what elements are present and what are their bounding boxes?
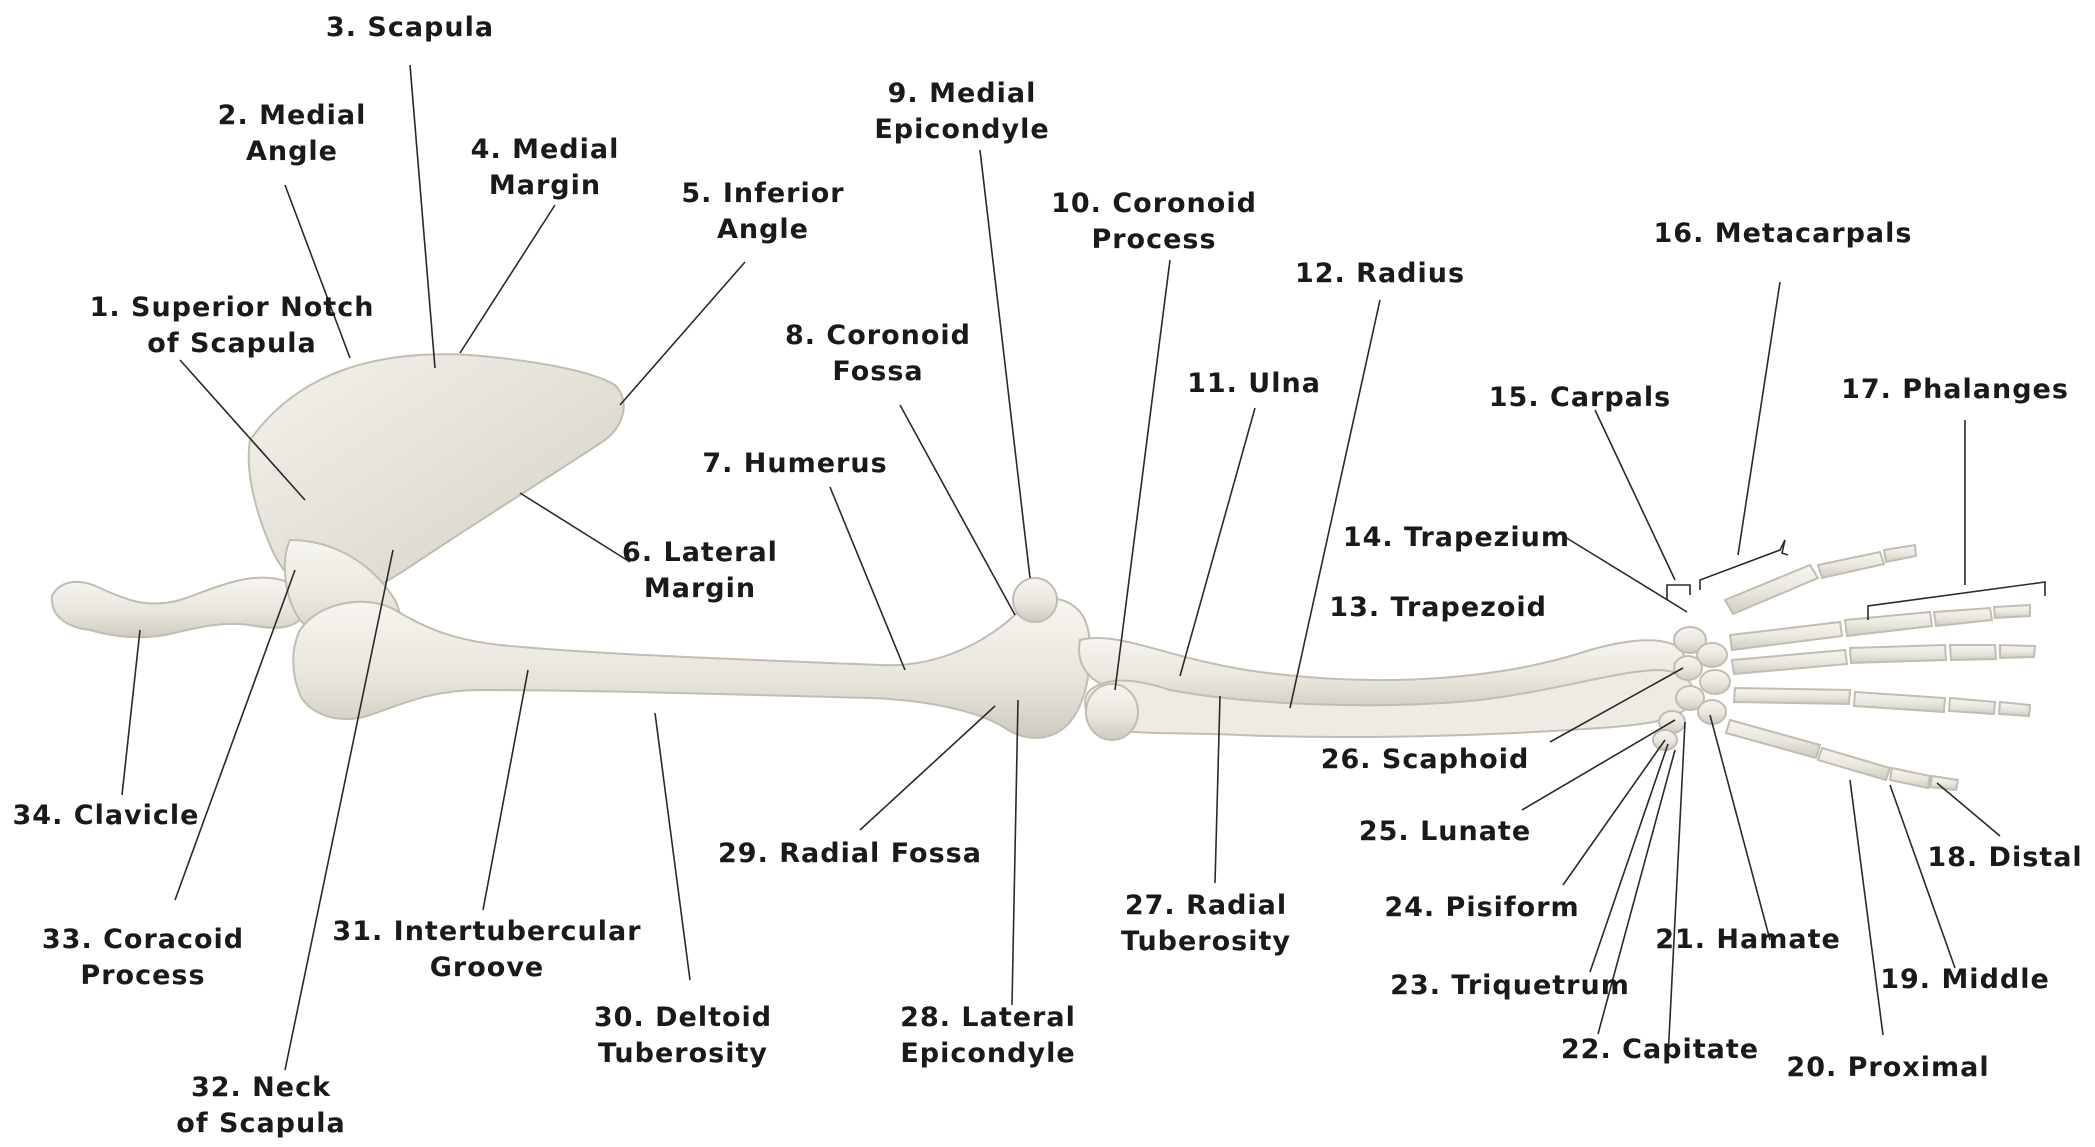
hand-bones	[1725, 545, 2035, 790]
label-hamate: 21. Hamate	[1655, 922, 1841, 958]
label-capitate: 22. Capitate	[1561, 1032, 1759, 1068]
clavicle-bone	[52, 578, 306, 638]
label-ulna: 11. Ulna	[1187, 366, 1321, 402]
label-scaphoid: 26. Scaphoid	[1321, 742, 1530, 778]
label-phalanges: 17. Phalanges	[1841, 372, 2069, 408]
label-trapezium: 14. Trapezium	[1343, 520, 1570, 556]
label-trapezoid: 13. Trapezoid	[1329, 590, 1547, 626]
label-radius: 12. Radius	[1295, 256, 1465, 292]
label-distal: 18. Distal	[1927, 840, 2082, 876]
label-proximal: 20. Proximal	[1786, 1050, 1989, 1086]
scapula-bone	[249, 354, 624, 649]
label-clavicle: 34. Clavicle	[13, 798, 200, 834]
label-scapula: 3. Scapula	[326, 10, 494, 46]
label-carpals: 15. Carpals	[1489, 380, 1671, 416]
label-lunate: 25. Lunate	[1359, 814, 1531, 850]
label-metacarpals: 16. Metacarpals	[1654, 216, 1913, 252]
label-middle: 19. Middle	[1880, 962, 2050, 998]
label-pisiform: 24. Pisiform	[1384, 890, 1579, 926]
label-radial-fossa: 29. Radial Fossa	[718, 836, 982, 872]
label-triquetrum: 23. Triquetrum	[1390, 968, 1630, 1004]
label-humerus: 7. Humerus	[702, 446, 887, 482]
